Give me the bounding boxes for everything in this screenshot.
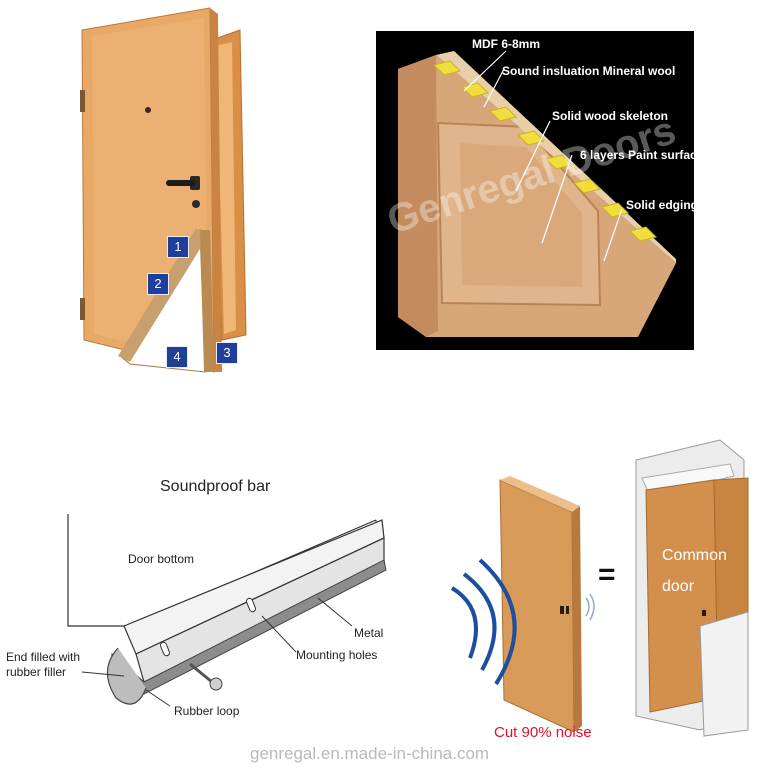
common-door-line1: Common	[662, 547, 727, 564]
door-panel: 1 2 3 4	[0, 0, 370, 390]
door-illustration	[80, 7, 247, 373]
cross-section-panel: MDF 6-8mm Sound insluation Mineral wool …	[376, 31, 703, 350]
label-rubber-filler: rubber filler	[6, 665, 67, 679]
badge-2: 2	[147, 273, 169, 295]
badge-1: 1	[167, 236, 189, 258]
label-mdf: MDF 6-8mm	[472, 37, 541, 51]
label-rubber-loop: Rubber loop	[174, 704, 240, 718]
label-paint: 6 layers Paint surface	[580, 148, 704, 162]
cross-section-illustration	[398, 50, 676, 337]
label-metal: Metal	[354, 626, 384, 640]
equals-sign: =	[598, 558, 616, 591]
noise-caption: Cut 90% noise	[494, 724, 592, 741]
badge-3: 3	[216, 342, 238, 364]
common-door-line2: door	[662, 578, 695, 595]
label-insulation: Sound insluation Mineral wool	[502, 64, 676, 78]
label-door-bottom: Door bottom	[128, 552, 195, 566]
soundproof-bar-illustration	[67, 514, 387, 707]
label-end-filled: End filled with	[6, 650, 81, 664]
noise-panel: = Common door Cut 90% noise	[430, 430, 780, 750]
footer-website: genregal.en.made-in-china.com	[250, 744, 490, 763]
noise-illustration	[450, 439, 749, 737]
label-mounting-holes: Mounting holes	[296, 648, 378, 662]
label-skeleton: Solid wood skeleton	[552, 109, 669, 123]
soundproof-bar-title: Soundproof bar	[160, 478, 271, 495]
label-edging: Solid edging	[626, 198, 698, 212]
badge-4: 4	[166, 346, 188, 368]
soundproof-bar-panel: Soundproof bar Door bottom Metal Mountin…	[0, 420, 430, 760]
